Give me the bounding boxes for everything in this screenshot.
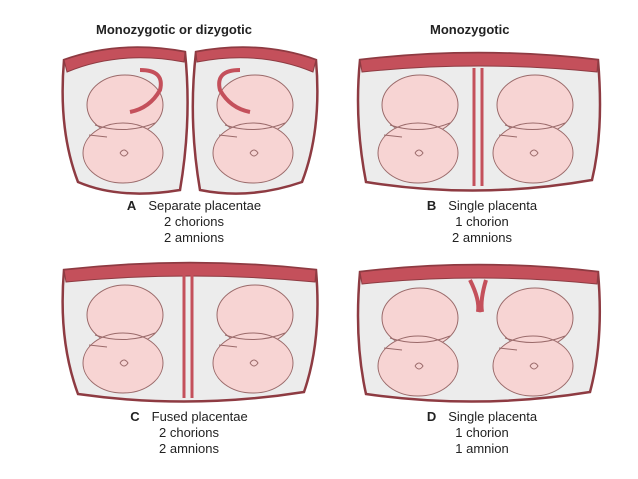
panel-c-illustration bbox=[61, 261, 319, 403]
panel-b-illustration bbox=[356, 51, 602, 192]
caption-line2: 1 chorion bbox=[455, 214, 509, 229]
panel-a-illustration bbox=[61, 46, 319, 195]
caption-line1: Single placenta bbox=[448, 409, 538, 424]
caption-letter: C bbox=[130, 409, 140, 424]
caption-line2: 1 chorion bbox=[455, 425, 509, 440]
caption-d: D Single placenta 1 chorion 1 amnion bbox=[402, 409, 562, 457]
caption-line2: 2 chorions bbox=[159, 425, 219, 440]
caption-line3: 2 amnions bbox=[452, 230, 512, 245]
header-monozygotic-or-dizygotic: Monozygotic or dizygotic bbox=[96, 22, 252, 37]
header-monozygotic: Monozygotic bbox=[430, 22, 510, 37]
caption-line1: Single placenta bbox=[448, 198, 538, 213]
caption-c: C Fused placentae 2 chorions 2 amnions bbox=[104, 409, 274, 457]
caption-letter: D bbox=[426, 409, 437, 424]
caption-line1: Separate placentae bbox=[148, 198, 262, 213]
caption-line2: 2 chorions bbox=[164, 214, 224, 229]
caption-line3: 2 amnions bbox=[159, 441, 219, 456]
caption-line3: 2 amnions bbox=[164, 230, 224, 245]
caption-line3: 1 amnion bbox=[455, 441, 509, 456]
caption-b: B Single placenta 1 chorion 2 amnions bbox=[402, 198, 562, 246]
caption-letter: B bbox=[426, 198, 437, 213]
caption-letter: A bbox=[126, 198, 137, 213]
caption-line1: Fused placentae bbox=[151, 409, 248, 424]
panel-d-illustration bbox=[356, 263, 602, 403]
caption-a: A Separate placentae 2 chorions 2 amnions bbox=[104, 198, 284, 246]
